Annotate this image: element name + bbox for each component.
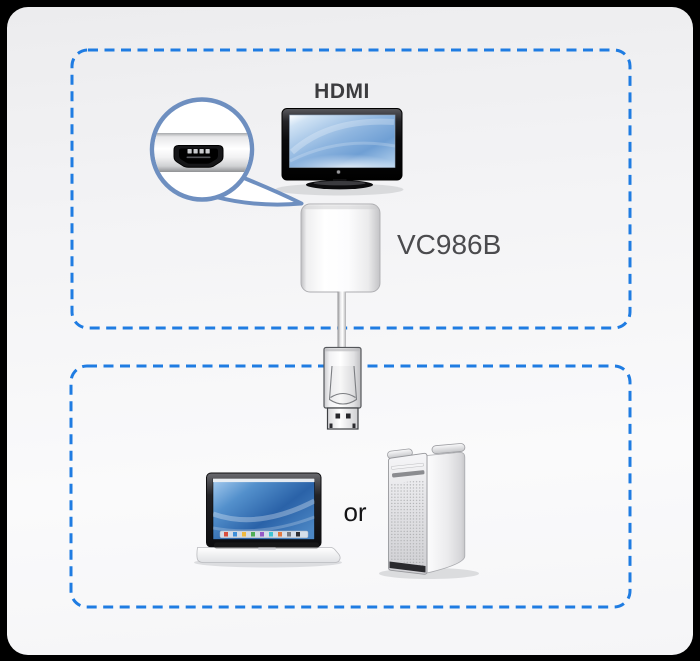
hdmi-monitor-icon: [275, 108, 404, 196]
cable: [337, 291, 346, 349]
power-led: [336, 169, 341, 175]
adapter-box-icon: [300, 203, 381, 293]
laptop-icon: [194, 472, 342, 568]
optical-drive-slots: [391, 462, 425, 478]
desktop-tower-icon: [379, 443, 479, 579]
or-label: or: [343, 497, 367, 527]
product-model-label: VC986B: [397, 229, 502, 260]
source-zone-border: [69, 364, 632, 609]
displayport-plug-icon: [323, 291, 362, 430]
hdmi-port-magnifier-icon: [149, 97, 304, 207]
tower-rear-handle: [431, 443, 466, 455]
hdmi-label: HDMI: [314, 80, 370, 103]
front-grille: [391, 479, 424, 567]
